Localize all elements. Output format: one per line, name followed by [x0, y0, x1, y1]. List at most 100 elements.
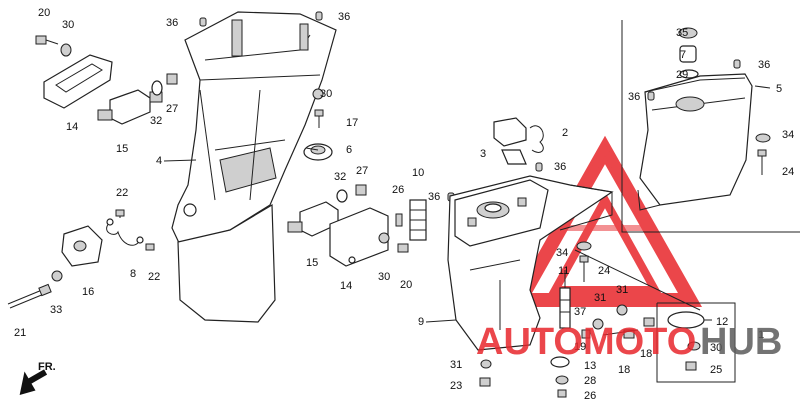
label-36: 36 [554, 161, 566, 173]
label-27: 27 [356, 165, 368, 177]
label-1: 1 [758, 329, 764, 341]
washer-34-low [576, 241, 592, 251]
washer-33 [51, 270, 63, 282]
bolt-20-top [35, 35, 59, 45]
connector-15-top [97, 89, 163, 125]
bolt-21 [7, 283, 52, 309]
bolt-26-low [557, 389, 567, 398]
part-labels: 20 30 36 36 35 7 36 29 36 5 27 32 30 14 … [14, 7, 794, 402]
label-26: 26 [392, 184, 404, 196]
washer-32-mid [336, 189, 348, 203]
watermark-part1: AUTOMOTO [476, 321, 696, 363]
grommet-36-mid [535, 162, 543, 172]
grommet-36-right-a [733, 59, 741, 69]
extension-case [637, 73, 753, 211]
label-31: 31 [450, 359, 462, 371]
label-22: 22 [148, 271, 160, 283]
label-29: 29 [676, 69, 688, 81]
label-30: 30 [710, 342, 722, 354]
label-36: 36 [628, 91, 640, 103]
direction-label: FR. [38, 361, 56, 373]
label-30: 30 [378, 271, 390, 283]
cap-13 [550, 356, 570, 368]
bolt-24-low [579, 255, 589, 282]
washer-35 [678, 27, 698, 39]
label-18: 18 [618, 364, 630, 376]
label-26: 26 [584, 390, 596, 402]
label-32: 32 [334, 171, 346, 183]
label-4: 4 [156, 155, 162, 167]
label-36: 36 [428, 191, 440, 203]
label-36: 36 [338, 11, 350, 23]
label-30: 30 [62, 19, 74, 31]
bolt-20-low [397, 243, 409, 253]
washer-30-low-right [687, 341, 701, 351]
watermark-text: AUTOMOTO HUB [476, 321, 782, 363]
bolt-24-right [757, 149, 767, 175]
label-35: 35 [676, 27, 688, 39]
label-20: 20 [400, 279, 412, 291]
label-17: 17 [346, 117, 358, 129]
label-36: 36 [166, 17, 178, 29]
label-34: 34 [556, 247, 568, 259]
washer-28 [555, 375, 569, 385]
label-21: 21 [14, 327, 26, 339]
bolt-23 [479, 377, 491, 387]
label-28: 28 [584, 375, 596, 387]
washer-31-b [616, 304, 628, 316]
cover-14-top [43, 54, 113, 109]
clamp-16 [61, 225, 103, 267]
label-2: 2 [562, 127, 568, 139]
label-14: 14 [66, 121, 78, 133]
label-11: 11 [558, 265, 569, 277]
washer-32-top [151, 80, 163, 96]
label-19: 19 [574, 341, 586, 353]
grommet-36-top-b [315, 11, 323, 21]
leader-lines [163, 85, 771, 336]
washer-31-a [592, 318, 604, 330]
cover-14-mid [329, 207, 389, 267]
bolt-18-a [623, 329, 635, 339]
label-13: 13 [584, 360, 596, 372]
label-33: 33 [50, 304, 62, 316]
label-18: 18 [640, 348, 652, 360]
label-22: 22 [116, 187, 128, 199]
bolt-22-a [115, 209, 125, 218]
washer-31-c [480, 359, 492, 369]
bolt-17 [314, 109, 324, 128]
label-10: 10 [412, 167, 424, 179]
bolt-22-b [145, 243, 155, 251]
bolt-25 [685, 361, 697, 371]
bracket-2 [493, 117, 544, 153]
label-14: 14 [340, 280, 352, 292]
label-37: 37 [574, 306, 586, 318]
subassembly-frame [621, 20, 800, 233]
label-36: 36 [758, 59, 770, 71]
subassembly-frame-bottom [656, 302, 736, 383]
washer-34-right [755, 133, 771, 143]
drive-shaft-housing [171, 11, 337, 323]
washer-30-mid [312, 88, 324, 100]
label-6: 6 [346, 144, 352, 156]
bolt-19 [581, 329, 591, 339]
label-27: 27 [166, 103, 178, 115]
washer-29 [679, 69, 699, 79]
rubber-mount-10 [409, 199, 427, 241]
washer-30-top [60, 43, 72, 57]
label-5: 5 [776, 83, 782, 95]
label-20: 20 [38, 7, 50, 19]
label-23: 23 [450, 380, 462, 392]
collar-7 [679, 45, 697, 63]
label-31: 31 [594, 292, 606, 304]
anode-37 [559, 287, 571, 329]
wire-8 [106, 218, 144, 246]
bolt-18-b [643, 317, 655, 327]
label-24: 24 [782, 166, 794, 178]
label-7: 7 [680, 49, 686, 61]
gear-case [447, 175, 614, 351]
label-30: 30 [320, 88, 332, 100]
label-24: 24 [598, 265, 610, 277]
label-16: 16 [82, 286, 94, 298]
label-31: 31 [616, 284, 628, 296]
label-15: 15 [306, 257, 318, 269]
